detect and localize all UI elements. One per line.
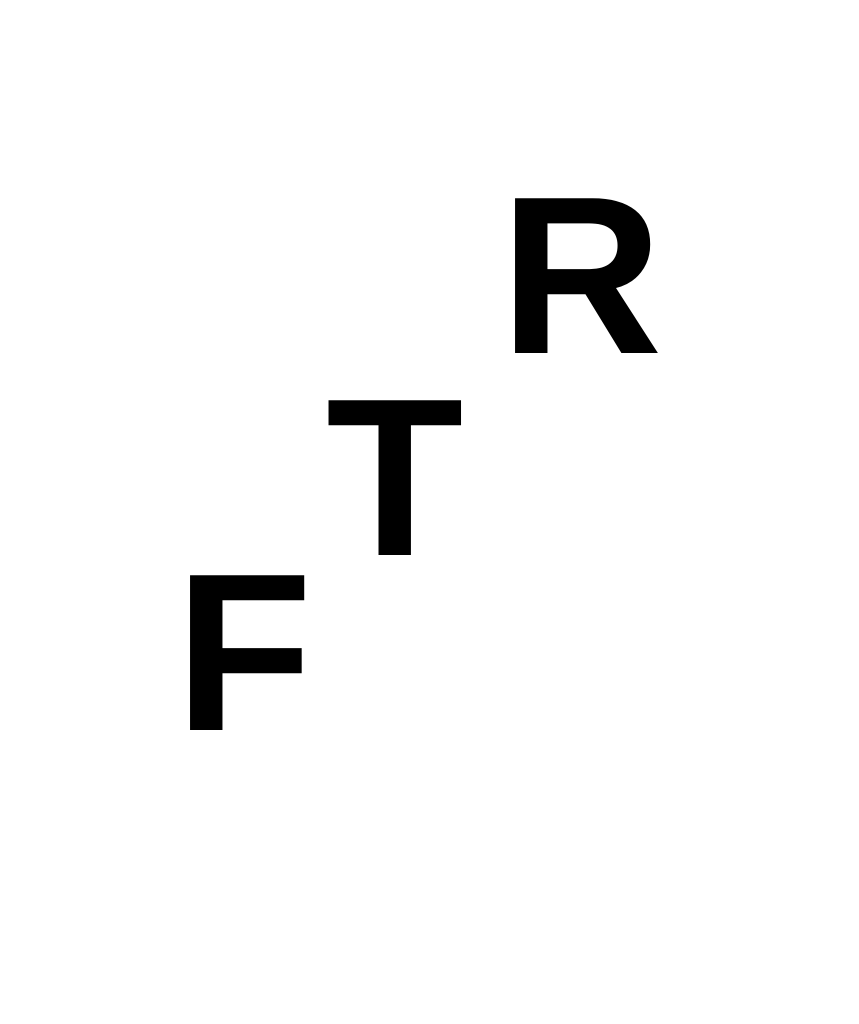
letter-t: T xyxy=(326,351,464,603)
letter-r: R xyxy=(500,149,663,401)
letter-f: F xyxy=(175,526,313,778)
